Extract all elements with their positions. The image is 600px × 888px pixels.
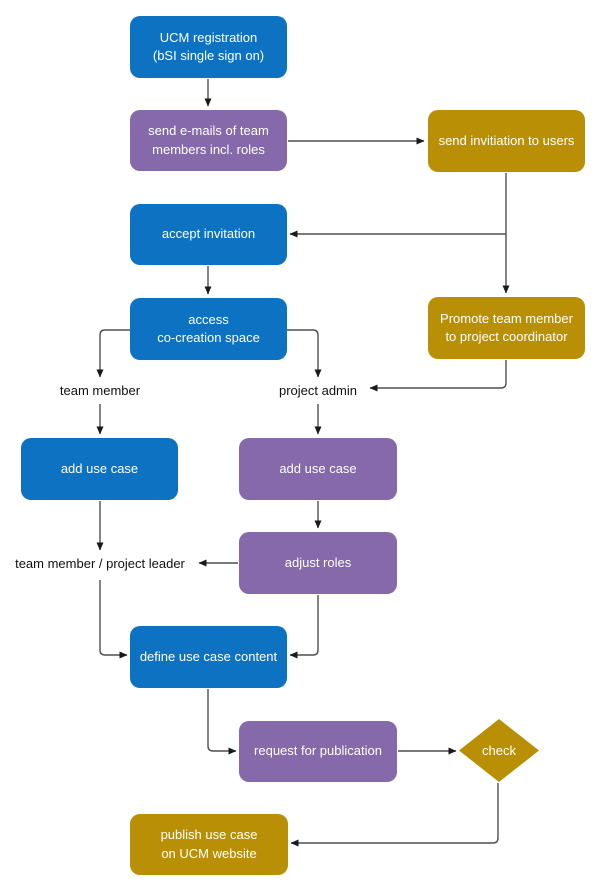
arrow-leader-label-to-define: [99, 580, 128, 659]
label-team-member-project-leader: team member / project leader: [15, 556, 185, 571]
node-ucm-registration: UCM registration (bSI single sign on): [130, 16, 287, 78]
node-access-co-creation-space: access co-creation space: [130, 298, 287, 360]
arrow-adjust-roles-to-define: [289, 595, 319, 659]
node-accept-invitation: accept invitation: [130, 204, 287, 265]
arrow-define-to-request: [207, 689, 237, 755]
label-team-member: team member: [59, 383, 141, 398]
label-project-admin: project admin: [278, 383, 358, 398]
arrow-promote-to-project-admin: [369, 360, 507, 392]
node-publish-use-case: publish use case on UCM website: [130, 814, 288, 875]
node-send-emails: send e-mails of team members incl. roles: [130, 110, 287, 171]
arrow-access-to-project-admin: [287, 329, 322, 378]
node-add-use-case-project-admin: add use case: [239, 438, 397, 500]
arrow-check-to-publish: [290, 783, 499, 847]
node-request-for-publication: request for publication: [239, 721, 397, 782]
node-add-use-case-team-member: add use case: [21, 438, 178, 500]
arrow-access-to-team-member: [96, 329, 130, 378]
node-adjust-roles: adjust roles: [239, 532, 397, 594]
node-send-invitation: send invitiation to users: [428, 110, 585, 172]
node-promote-team-member: Promote team member to project coordinat…: [428, 297, 585, 359]
node-define-use-case-content: define use case content: [130, 626, 287, 688]
